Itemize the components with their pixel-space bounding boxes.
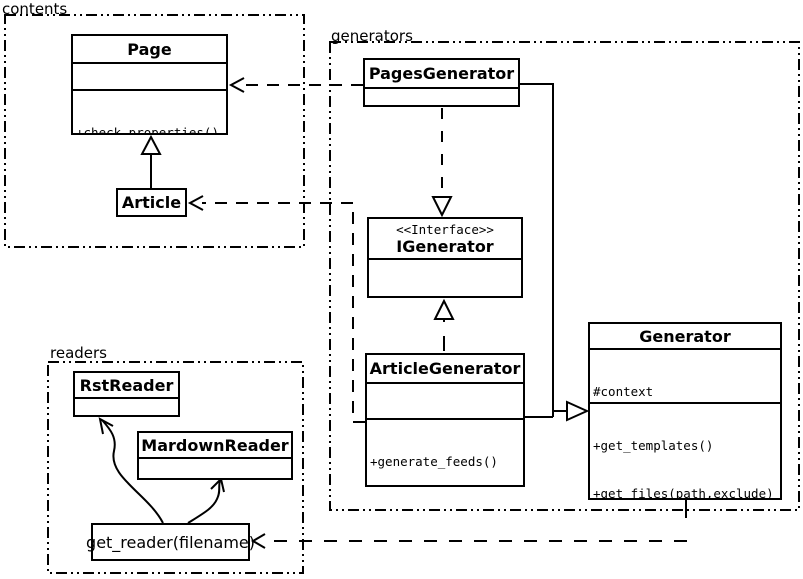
open-arrow-mardownreader [210,477,225,493]
class-articlegenerator-attributes: #articles #dates #tags #categories [367,382,523,418]
class-mardownreader-methods: +read() [139,457,291,478]
get-reader-label: get_reader(filename) [86,532,255,552]
edge-getreader-to-mardownreader [187,480,221,524]
class-generator-title: Generator [639,326,731,346]
class-igenerator: <<Interface>> IGenerator +generate_conte… [367,217,523,298]
open-arrow-page [228,77,245,93]
class-articlegenerator-methods: +generate_feeds() +generate_pages() [367,417,523,485]
method: +generate_context() [372,294,520,296]
package-contents-label: contents [2,0,68,18]
edge-getreader-to-rstreader [101,419,164,524]
class-page-methods: +check_properties() [73,89,226,133]
inheritance-triangle-page [140,134,162,155]
realization-triangle-igenerator-bottom [433,298,455,320]
stereotype: <<Interface>> [396,221,494,237]
node-get-reader: get_reader(filename) [86,523,255,561]
edge-generators-inherit-generator [520,83,567,418]
class-igenerator-name: IGenerator [396,236,494,256]
realization-triangle-igenerator-top [431,196,453,218]
open-arrow-rstreader [98,417,114,435]
package-generators-label: generators [331,27,413,45]
class-igenerator-methods: +generate_context() +generate_output() [369,258,521,296]
class-rstreader-methods: +read() [75,397,178,415]
inheritance-triangle-generator [566,400,590,422]
attribute: #context [593,384,654,399]
method: +generate_feeds() [370,453,498,469]
class-mardownreader: MardownReader +read() [137,431,293,480]
class-igenerator-title: <<Interface>> IGenerator [369,219,521,258]
open-arrow-article [187,195,204,211]
package-readers-border [47,361,304,574]
class-article: Article [116,188,187,217]
class-pagesgenerator: PagesGenerator #pages [363,58,520,107]
class-pagesgenerator-attributes: #pages [365,87,518,105]
class-page: Page +url +slug +summary +check_properti… [71,34,228,135]
edge-articlegenerator-uses-article [202,202,365,423]
class-pagesgenerator-title: PagesGenerator [368,64,515,83]
open-arrow-getreader [251,533,266,549]
class-rstreader: RstReader +read() [73,371,180,417]
method: +get_files(path,exclude) [593,486,774,498]
class-articlegenerator-title: ArticleGenerator [369,359,521,378]
class-article-title: Article [121,193,182,212]
class-page-attributes: +url +slug +summary [73,62,226,89]
class-generator-methods: +get_templates() +get_files(path,exclude… [590,402,780,498]
method: +check_properties() [76,125,219,133]
package-contents-border [4,14,305,248]
class-generator: Generator #context #settings #path #them… [588,322,782,500]
method: +get_templates() [593,438,714,454]
class-rstreader-title: RstReader [79,375,174,395]
package-generators-border [329,41,800,511]
class-articlegenerator: ArticleGenerator #articles #dates #tags … [365,353,525,487]
class-generator-attributes: #context #settings #path #theme #output_… [590,348,780,402]
class-page-title: Page [127,39,172,59]
class-mardownreader-title: MardownReader [141,435,289,455]
package-readers-label: readers [50,344,107,362]
